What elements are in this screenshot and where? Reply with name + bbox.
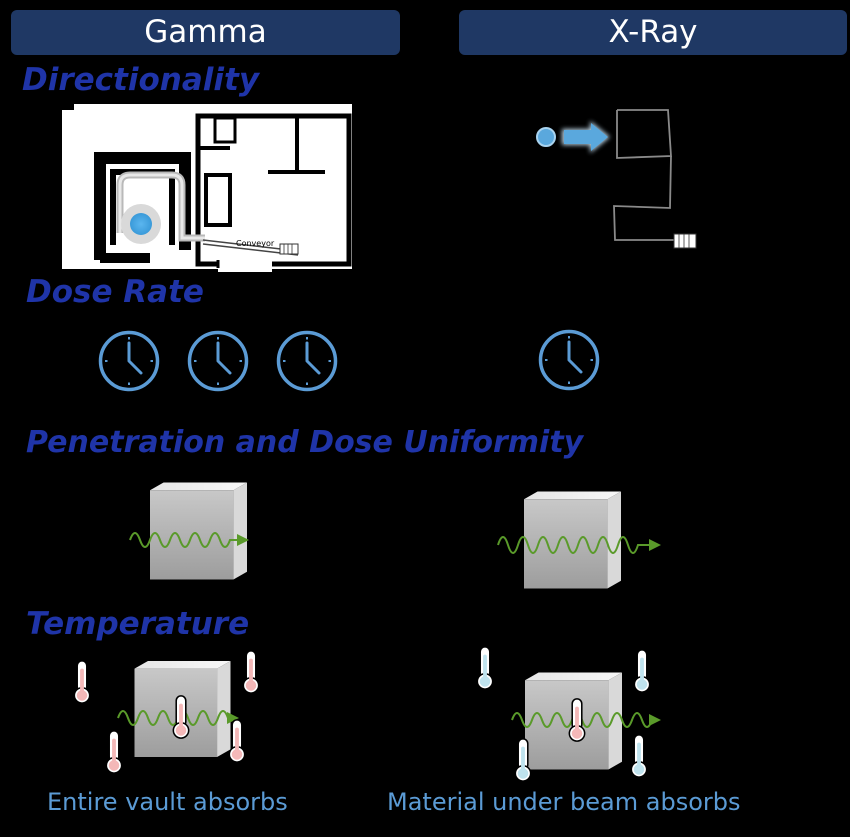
xray-temperature-figure xyxy=(476,646,661,782)
section-title-penetration: Penetration and Dose Uniformity xyxy=(26,425,584,460)
clock-icon xyxy=(187,330,249,392)
thermometer-icon xyxy=(514,738,532,782)
gamma-temperature-figure xyxy=(73,650,260,774)
gamma-floor-plan: Conveyor xyxy=(62,104,352,272)
thermometer-icon xyxy=(73,660,91,704)
section-title-dose-rate: Dose Rate xyxy=(26,274,204,310)
wave-arrow-icon xyxy=(117,710,239,726)
section-title-directionality: Directionality xyxy=(22,62,260,98)
clock-icon xyxy=(538,329,600,391)
clock-icon xyxy=(98,330,160,392)
caption-xray: Material under beam absorbs xyxy=(387,788,741,816)
thermometer-icon xyxy=(228,719,246,763)
thermometer-icon xyxy=(476,646,494,690)
thermometer-icon xyxy=(568,698,586,742)
thermometer-icon xyxy=(630,734,648,778)
thermometer-icon xyxy=(105,730,123,774)
clock-icon xyxy=(276,330,338,392)
wave-arrow-icon xyxy=(497,536,661,554)
section-title-temperature: Temperature xyxy=(26,606,250,642)
header-gamma: Gamma xyxy=(11,10,400,55)
radiation-source-icon xyxy=(130,213,152,235)
beam-arrow-icon xyxy=(564,123,608,151)
header-xray: X-Ray xyxy=(459,10,847,55)
xray-penetration-figure xyxy=(497,491,661,589)
radiation-source-icon xyxy=(536,127,556,147)
wave-arrow-icon xyxy=(129,532,249,548)
thermometer-icon xyxy=(633,649,651,693)
xray-directional-path xyxy=(536,109,697,249)
conveyor-label: Conveyor xyxy=(236,239,275,248)
thermometer-icon xyxy=(242,650,260,694)
cube-icon xyxy=(150,482,247,580)
thermometer-icon xyxy=(172,695,190,739)
gamma-penetration-figure xyxy=(129,482,249,580)
caption-gamma: Entire vault absorbs xyxy=(47,788,288,816)
